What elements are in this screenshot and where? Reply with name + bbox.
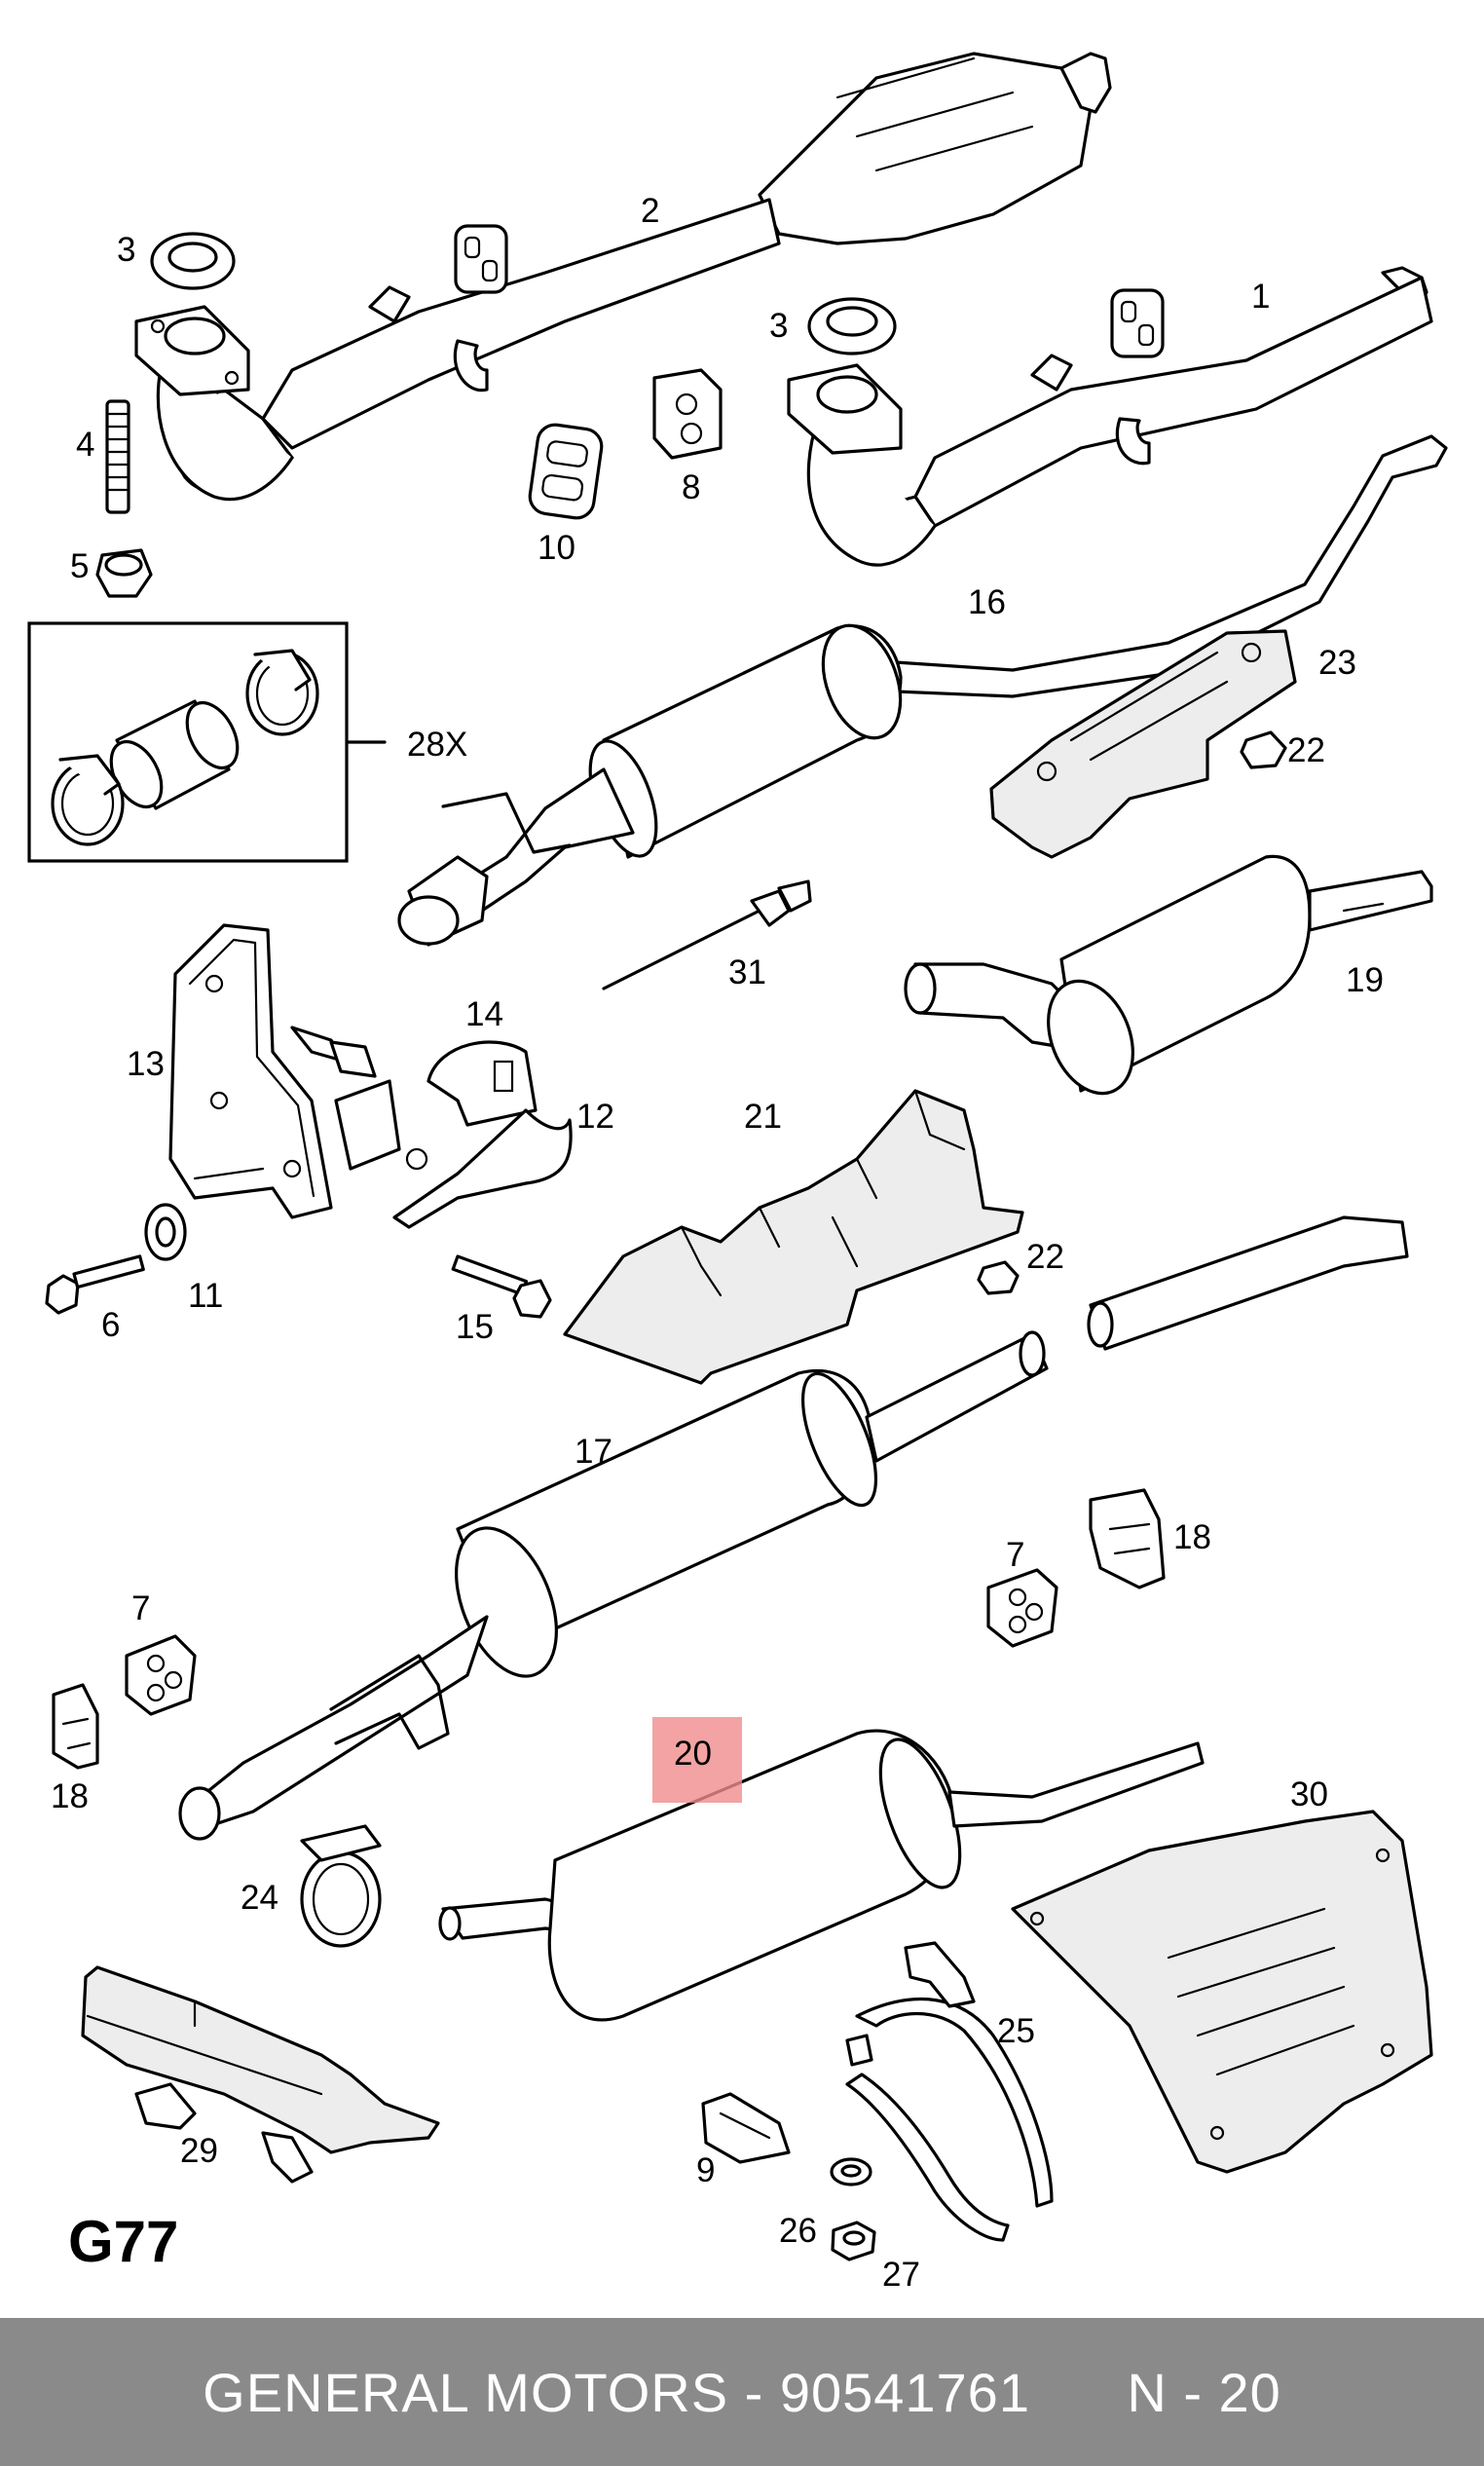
label-30: 30 — [1290, 1775, 1328, 1813]
label-19: 19 — [1346, 961, 1384, 999]
label-3b: 3 — [769, 307, 788, 345]
part-23-heat-shield[interactable] — [989, 629, 1297, 859]
part-25-strap-clamp[interactable] — [845, 1941, 1054, 2242]
label-20: 20 — [674, 1735, 712, 1773]
label-25: 25 — [997, 2012, 1035, 2050]
part-rubber-mount-2[interactable] — [454, 224, 508, 294]
label-24: 24 — [241, 1879, 278, 1917]
part-2-front-pipe-catalyst[interactable] — [134, 52, 1112, 502]
part-13-bracket[interactable] — [168, 923, 333, 1219]
label-22b: 22 — [1026, 1238, 1064, 1276]
footer-part-number: GENERAL MOTORS - 90541761 N - 20 — [203, 2361, 1281, 2423]
part-21-heat-shield[interactable] — [563, 1089, 1024, 1385]
label-4: 4 — [76, 426, 94, 464]
part-15-bolt[interactable] — [451, 1254, 552, 1319]
label-13: 13 — [127, 1045, 165, 1083]
part-4-stud[interactable] — [105, 399, 130, 514]
label-1: 1 — [1251, 278, 1270, 316]
label-18a: 18 — [51, 1777, 89, 1815]
part-28x-repair-kit[interactable] — [27, 621, 387, 863]
label-17: 17 — [575, 1433, 612, 1471]
label-23: 23 — [1318, 644, 1356, 682]
label-29: 29 — [180, 2132, 218, 2170]
part-3-gasket-right[interactable] — [807, 297, 897, 355]
label-28x: 28X — [407, 726, 467, 764]
label-7a: 7 — [131, 1589, 150, 1627]
label-15: 15 — [456, 1308, 494, 1346]
part-31-rivet[interactable] — [602, 879, 812, 990]
part-12-clamp[interactable] — [334, 1040, 573, 1229]
label-5: 5 — [70, 547, 89, 585]
part-11-washer[interactable] — [144, 1203, 187, 1261]
part-29-heat-shield[interactable] — [81, 1965, 440, 2184]
part-16-intermediate-pipe[interactable] — [397, 434, 1448, 947]
part-rubber-mount-1[interactable] — [1110, 288, 1165, 358]
label-9: 9 — [696, 2151, 715, 2189]
label-2: 2 — [641, 192, 659, 230]
label-11: 11 — [188, 1277, 223, 1315]
label-22a: 22 — [1287, 731, 1325, 769]
label-6: 6 — [101, 1306, 120, 1344]
part-9-plate[interactable] — [701, 2092, 791, 2164]
part-30-heat-shield[interactable] — [1011, 1810, 1433, 2174]
part-8-mounting-rubber[interactable] — [652, 368, 723, 460]
part-19-rear-silencer[interactable] — [904, 854, 1433, 1105]
part-7-mounting-rubber-left[interactable] — [125, 1634, 197, 1716]
diagram-code: G77 — [68, 2209, 178, 2274]
callout-labels: 1 2 3 3 4 5 6 7 7 8 9 10 11 12 13 14 15 … — [51, 192, 1384, 2294]
part-7-mounting-rubber-right[interactable] — [986, 1568, 1058, 1648]
part-18-bracket-right[interactable] — [1089, 1488, 1166, 1589]
label-14: 14 — [465, 995, 503, 1033]
label-26: 26 — [779, 2212, 817, 2250]
part-10-mounting-rubber[interactable] — [528, 423, 604, 520]
part-17-center-silencer[interactable] — [178, 1215, 1409, 1841]
label-8: 8 — [682, 468, 700, 506]
label-21: 21 — [744, 1098, 782, 1136]
part-3-gasket-left[interactable] — [150, 232, 236, 290]
exhaust-system-diagram: 1 2 3 3 4 5 6 7 7 8 9 10 11 12 13 14 15 … — [27, 52, 1448, 2294]
label-10: 10 — [538, 529, 575, 567]
footer-bar: GENERAL MOTORS - 90541761 N - 20 — [0, 2318, 1484, 2466]
part-24-clamp[interactable] — [300, 1824, 382, 1948]
part-bolt-upper[interactable] — [290, 1026, 377, 1078]
part-18-bracket-left[interactable] — [52, 1683, 99, 1770]
label-27: 27 — [882, 2256, 920, 2294]
label-16: 16 — [968, 583, 1006, 621]
part-6-bolt[interactable] — [45, 1254, 145, 1315]
label-7b: 7 — [1006, 1536, 1024, 1574]
part-20-highlight — [652, 1717, 742, 1803]
label-31: 31 — [728, 953, 766, 991]
part-22-nut-upper[interactable] — [1240, 730, 1287, 769]
label-3a: 3 — [117, 231, 135, 269]
label-18b: 18 — [1173, 1518, 1211, 1556]
part-27-nut[interactable] — [831, 2221, 876, 2261]
part-26-washer[interactable] — [830, 2157, 872, 2186]
part-5-nut[interactable] — [95, 548, 153, 598]
part-20-rear-silencer[interactable] — [438, 1729, 1205, 2022]
part-1-front-pipe[interactable] — [787, 266, 1433, 567]
label-12: 12 — [576, 1098, 614, 1136]
part-22-nut-lower[interactable] — [977, 1260, 1020, 1295]
